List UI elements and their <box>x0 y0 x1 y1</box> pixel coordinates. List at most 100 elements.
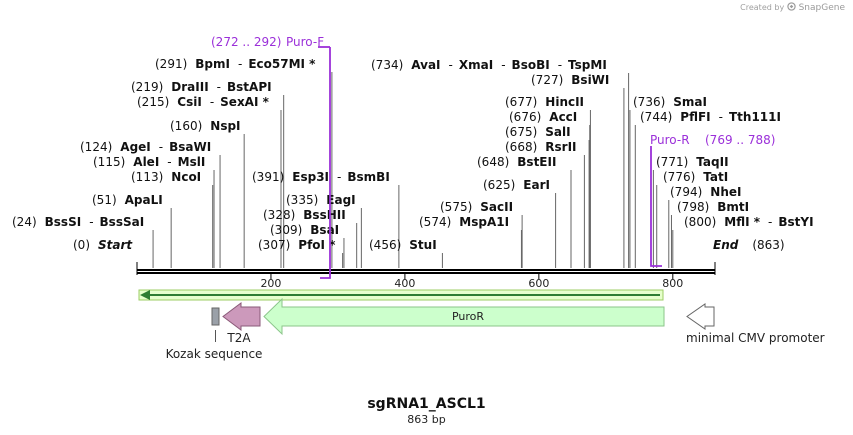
site-name-alt: BsaWI <box>169 140 211 154</box>
site-name: BsiWI <box>571 73 609 87</box>
feature-kozak[interactable]: Kozak sequence <box>166 307 263 361</box>
site-position: (215) <box>137 95 169 109</box>
ruler-ticks: 200 400 600 800 <box>260 273 683 290</box>
cut-site-lines <box>152 72 674 268</box>
cut-site-label[interactable]: (668)RsrII <box>505 140 577 154</box>
feature-cmv[interactable]: minimal CMV promoter <box>686 303 825 345</box>
orf-puror[interactable] <box>138 289 664 301</box>
site-position: (309) <box>270 223 302 237</box>
site-name: BstEII <box>517 155 556 169</box>
cut-site-label[interactable]: (771)TaqII <box>656 155 729 169</box>
cut-site-label[interactable]: (335) EagI <box>286 193 356 207</box>
cut-site-label[interactable]: (575)SacII <box>440 200 513 214</box>
brand-text: SnapGene <box>798 3 845 13</box>
site-name: NspI <box>210 119 240 133</box>
primer-puro-f[interactable]: (272 .. 292) Puro-F <box>211 35 331 279</box>
cut-site-label[interactable]: (677)HincII <box>505 95 584 109</box>
cut-site-label[interactable]: (727)BsiWI <box>531 73 609 87</box>
site-name-alt: SexAI * <box>220 95 269 109</box>
site-name: MspA1I <box>459 215 509 229</box>
site-name: BsaI <box>310 223 339 237</box>
site-position: (736) <box>633 95 665 109</box>
site-name-alt: MslI <box>178 155 206 169</box>
site-name: AccI <box>549 110 577 124</box>
cut-site-label[interactable]: (736) SmaI <box>633 95 707 109</box>
cut-site-label[interactable]: (744)PflFI-Tth111I <box>640 110 781 124</box>
cut-site-label[interactable]: (307) PfoI * <box>258 238 336 252</box>
site-position: (677) <box>505 95 537 109</box>
cut-site-label[interactable]: (776)TatI <box>663 170 728 184</box>
site-position: (113) <box>131 170 163 184</box>
cut-site-label[interactable]: (456)StuI <box>369 238 437 252</box>
site-name-alt: XmaI <box>459 58 493 72</box>
cut-site-label[interactable]: (574)MspA1I <box>419 215 509 229</box>
site-name: SmaI <box>673 95 707 109</box>
cut-site-label[interactable]: (309) BsaI <box>270 223 339 237</box>
site-position: (24) <box>12 215 37 229</box>
cut-site-label[interactable]: (113) NcoI <box>131 170 201 184</box>
ruler-tick-label: 600 <box>528 277 549 290</box>
site-separator: - <box>768 215 772 229</box>
site-position: (776) <box>663 170 695 184</box>
site-separator: - <box>501 58 505 72</box>
cut-site-label[interactable]: (676) AccI <box>509 110 577 124</box>
ruler-tick-label: 400 <box>394 277 415 290</box>
site-name: ApaLI <box>125 193 163 207</box>
site-separator: - <box>719 110 723 124</box>
cut-site-label[interactable]: End(863) <box>713 238 785 252</box>
feature-cmv-label: minimal CMV promoter <box>686 331 825 345</box>
site-name-alt: BstAPI <box>227 80 272 94</box>
cut-site-labels: (291)BpmI-Eco57MI * (219)DraIII-BstAPI(21… <box>12 57 814 252</box>
cmv-arrow-shape <box>686 303 715 330</box>
site-position: (328) <box>263 208 295 222</box>
cut-site-label[interactable]: (675)SalI <box>505 125 571 139</box>
cut-site-label[interactable]: (648)BstEII <box>477 155 556 169</box>
cut-site-label[interactable]: (115)AleI-MslI <box>93 155 205 169</box>
site-separator: - <box>210 95 214 109</box>
site-position: (734) <box>371 58 403 72</box>
cut-site-label[interactable]: (328)BssHII <box>263 208 346 222</box>
t2a-arrow-shape <box>222 302 261 331</box>
primer-puro-r-pos: (769 .. 788) <box>705 133 775 147</box>
site-position: (668) <box>505 140 537 154</box>
feature-t2a[interactable]: T2A <box>222 302 261 345</box>
cut-site-label[interactable]: (734)AvaI-XmaI-BsoBI-TspMI <box>371 58 607 72</box>
site-name: BssSI <box>45 215 82 229</box>
ruler-tick-label: 800 <box>662 277 683 290</box>
cut-site-label[interactable]: (625)EarI <box>483 178 550 192</box>
cut-site-label[interactable]: (51)ApaLI <box>92 193 163 207</box>
site-position: (676) <box>509 110 541 124</box>
sequence-map: 200 400 600 800 (291)BpmI-Eco57MI * (219)Dra… <box>12 35 825 361</box>
cut-site-label[interactable]: (391)Esp3I-BsmBI <box>252 170 390 184</box>
site-separator: - <box>337 170 341 184</box>
ruler-tick-label: 200 <box>260 277 281 290</box>
cut-site-label[interactable]: (215)CsiI-SexAI * <box>137 95 270 109</box>
cut-site-label[interactable]: (800)MflI *-BstYI <box>684 215 814 229</box>
cut-site-label[interactable]: (794)NheI <box>670 185 741 199</box>
primer-puro-r[interactable]: Puro-R (769 .. 788) <box>650 133 775 267</box>
site-position: (307) <box>258 238 290 252</box>
site-separator: - <box>89 215 93 229</box>
site-position: (124) <box>80 140 112 154</box>
cut-site-label[interactable]: (291)BpmI-Eco57MI * <box>155 57 316 71</box>
site-name: NcoI <box>171 170 201 184</box>
site-name: PfoI * <box>298 238 336 252</box>
cut-site-label[interactable]: (160)NspI <box>170 119 241 133</box>
cut-site-label[interactable]: (124)AgeI-BsaWI <box>80 140 211 154</box>
cut-site-label[interactable]: (0)Start <box>73 238 133 252</box>
feature-puror[interactable]: PuroR <box>263 297 665 336</box>
puror-arrow-shape <box>263 297 665 336</box>
site-separator: - <box>217 80 221 94</box>
primer-puro-f-name: Puro-F <box>286 35 324 49</box>
cut-site-label[interactable]: (219)DraIII-BstAPI <box>131 80 272 94</box>
site-position: (863) <box>752 238 784 252</box>
site-position: (794) <box>670 185 702 199</box>
site-name: AleI <box>133 155 159 169</box>
site-name: EagI <box>326 193 355 207</box>
site-position: (335) <box>286 193 318 207</box>
primer-puro-f-mark <box>320 47 331 279</box>
cut-site-label[interactable]: (798)BmtI <box>677 200 749 214</box>
site-name: PflFI <box>680 110 710 124</box>
site-name: AvaI <box>411 58 440 72</box>
cut-site-label[interactable]: (24)BssSI-BssSaI <box>12 215 144 229</box>
